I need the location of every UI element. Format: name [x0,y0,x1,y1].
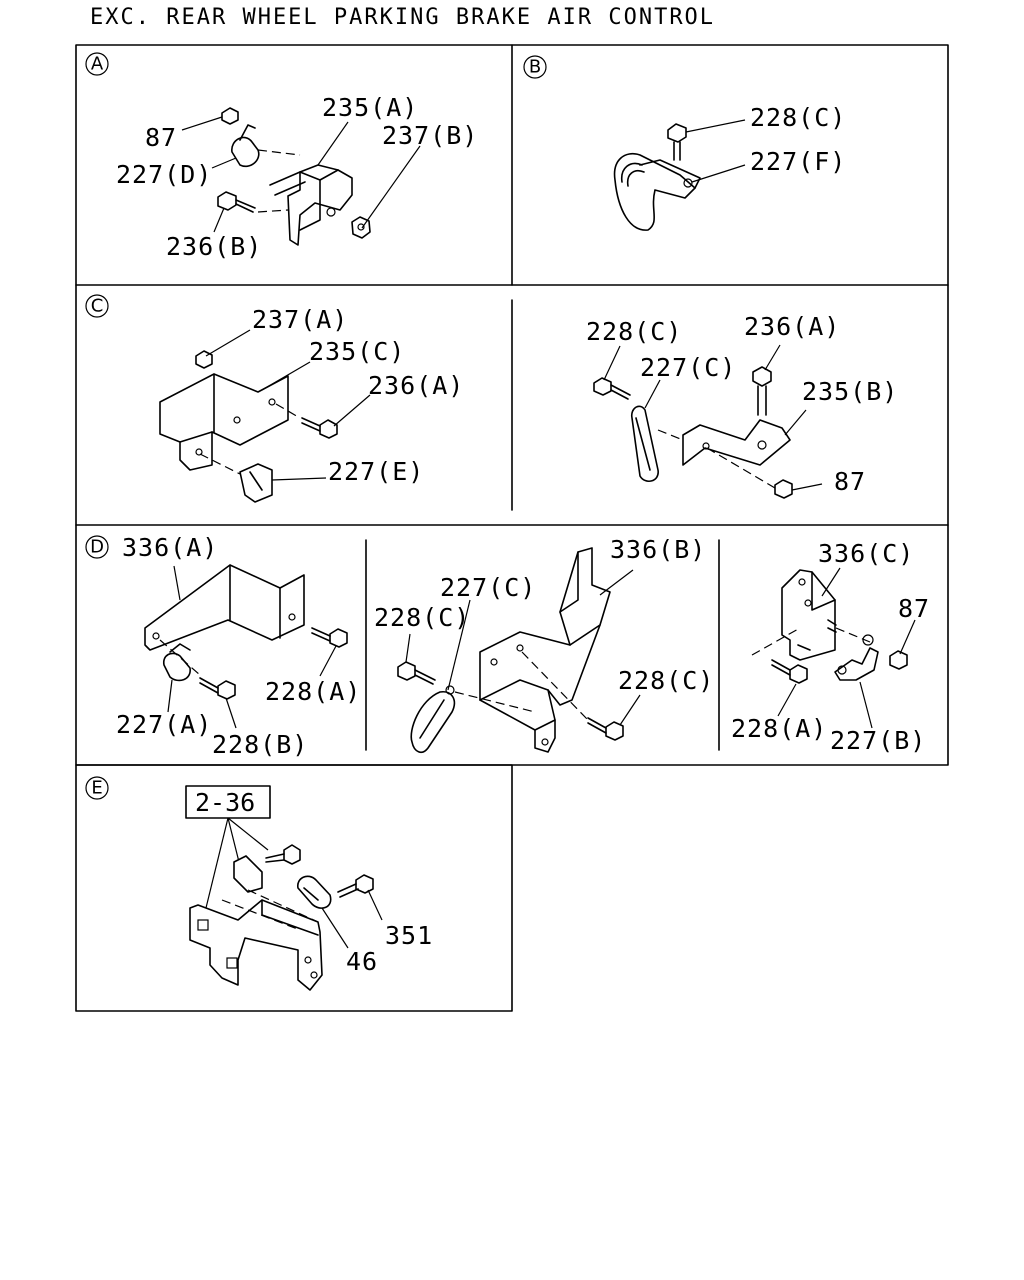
label-d3-227b: 227(B) [830,726,926,755]
nut-87-a [221,107,239,125]
label-d-228b: 228(B) [212,730,308,759]
label-d3-336c: 336(C) [818,539,914,568]
panel-frames [75,44,949,1012]
section-c-letter: C [91,296,104,317]
label-a-236b: 236(B) [166,232,262,261]
section-a: A 87 227(D) 235(A) 237(B) 236(B) [85,52,478,261]
label-c2-87: 87 [834,467,866,496]
label-d-227a: 227(A) [116,710,212,739]
clip-e [233,855,263,893]
label-c-237a: 237(A) [252,305,348,334]
label-c-236a: 236(A) [368,371,464,400]
label-a-235a: 235(A) [322,93,418,122]
bolt-228b [217,680,236,700]
clamp-227f [613,153,696,231]
section-a-letter: A [91,54,104,75]
label-c-235c: 235(C) [309,337,405,366]
bolt-228c-c [593,377,612,396]
section-e-letter: E [91,778,102,799]
bracket-assembly-e [189,899,323,991]
label-d2-228c-left: 228(C) [374,603,470,632]
label-d3-87: 87 [898,594,930,623]
bolt-228c-b [667,123,687,143]
nut-87-c [774,479,793,499]
clamp-227b [834,647,879,681]
section-b-letter: B [529,57,541,78]
bolt-228c-d-right [605,721,624,741]
clamp-227c-d [410,690,456,754]
bolt-351 [355,874,374,894]
label-d3-228a: 228(A) [731,714,827,743]
label-d2-228c-right: 228(C) [618,666,714,695]
nut-87-d [889,650,908,670]
section-d-right: 336(C) 87 228(A) 227(B) [731,539,930,755]
label-d2-227c: 227(C) [440,573,536,602]
section-b-mark [523,55,547,79]
bolt-e-top [283,844,301,865]
diagram-title: EXC. REAR WHEEL PARKING BRAKE AIR CONTRO… [90,5,715,30]
label-c2-227c: 227(C) [640,353,736,382]
clamp-227e [239,463,273,503]
bracket-336c [781,569,836,661]
section-b: B 228(C) 227(F) [523,55,846,231]
label-e-46: 46 [346,947,378,976]
section-e-mark [85,776,109,800]
label-e-351: 351 [385,921,433,950]
label-b-227f: 227(F) [750,147,846,176]
label-c2-236a: 236(A) [744,312,840,341]
section-d-letter: D [90,537,104,558]
clamp-227a [162,652,191,682]
section-c: C 237(A) 235(C) 236(A) 227(E) [85,294,464,503]
section-a-mark [85,52,109,76]
section-d-middle: 336(B) 227(C) 228(C) 228(C) [374,535,714,754]
label-a-237b: 237(B) [382,121,478,150]
label-a-87: 87 [145,123,177,152]
label-c-227e: 227(E) [328,457,424,486]
label-d-228a: 228(A) [265,677,361,706]
ref-box-label: 2-36 [195,788,255,817]
label-d2-336b: 336(B) [610,535,706,564]
section-d: D 336(A) 228(A) 227(A) 228(B) [85,533,361,759]
bracket-235c [159,373,289,471]
section-e: E 2-36 351 46 [85,776,433,991]
section-c-right: 228(C) 227(C) 236(A) 235(B) 87 [586,312,898,499]
bolt-228a-d3 [789,664,808,684]
section-c-mark [85,294,109,318]
bracket-336b [479,547,611,706]
label-c2-235b: 235(B) [802,377,898,406]
bolt-236b [217,191,237,211]
bracket-235b [682,419,791,466]
label-c2-228c: 228(C) [586,317,682,346]
label-a-227d: 227(D) [116,160,212,189]
clamp-46 [297,875,332,909]
clamp-227d [231,136,260,168]
bolt-236a-c2 [752,366,772,387]
bolt-228c-d-left [397,661,416,681]
label-d-336a: 336(A) [122,533,218,562]
bracket-336a [144,564,305,651]
bolt-228a-d [329,628,348,648]
section-d-mark [85,535,109,559]
bolt-236a-c [319,419,338,439]
label-b-228c: 228(C) [750,103,846,132]
